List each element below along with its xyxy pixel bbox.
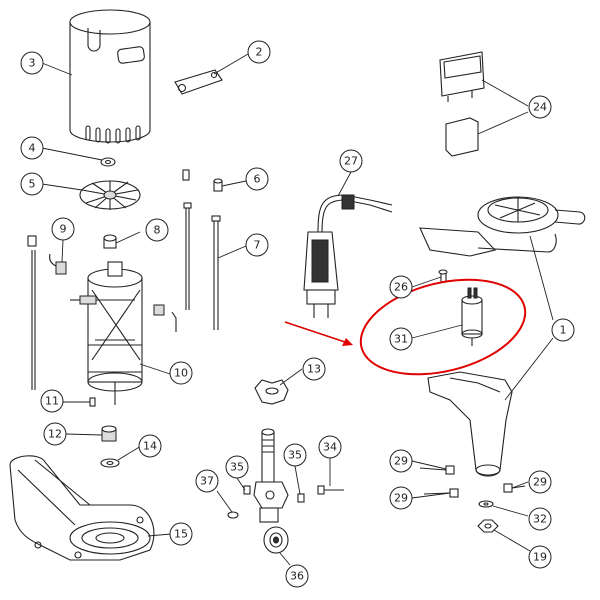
part-bushing [103,234,117,249]
callout-label: 10 [174,367,188,380]
callout-label: 35 [230,461,244,474]
part-tie-rods [27,169,221,390]
callout-label: 29 [394,492,408,505]
callout: 14 [138,434,162,458]
callout: 6 [245,167,269,191]
callout-label: 3 [29,57,36,70]
callout: 31 [389,327,413,351]
callout-label: 11 [45,395,59,408]
callout: 9 [51,217,75,241]
callout: 7 [245,233,269,257]
callout-label: 24 [533,101,547,114]
callout: 29 [389,449,413,473]
callout: 26 [389,275,413,299]
callout: 37 [195,469,219,493]
part-screw [438,269,448,283]
part-washer [100,458,120,468]
callout-label: 36 [290,570,304,583]
callout-label: 12 [48,428,62,441]
part-capacitor [461,287,483,346]
callout-label: 13 [307,363,321,376]
callout-label: 27 [344,155,358,168]
callout-label: 6 [254,173,261,186]
callout-label: 35 [288,449,302,462]
part-brush-holder [153,304,177,332]
callout-label: 1 [560,324,567,337]
callout: 35 [225,455,249,479]
callout: 11 [40,389,64,413]
callout: 24 [528,95,552,119]
callout: 27 [339,149,363,173]
part-top-cover [419,196,586,257]
part-spacer [213,178,223,192]
callout-label: 2 [256,46,263,59]
part-carbon-brush [49,253,67,275]
callout: 5 [20,172,44,196]
callout: 12 [43,422,67,446]
part-star-knob [254,379,289,405]
highlight-arrow [284,321,353,346]
part-housing-cylinder [69,9,151,144]
callout: 36 [285,564,309,588]
callout-label: 29 [394,455,408,468]
callout: 34 [318,435,342,459]
callout: 15 [169,522,193,546]
part-switch [439,51,485,157]
callout: 19 [528,545,552,569]
callout-label: 14 [143,440,157,453]
callout-label: 26 [394,281,408,294]
part-bushing-lower [101,425,117,442]
callout: 2 [247,40,271,64]
part-motor [70,261,143,405]
part-screws-29 [419,465,526,498]
part-pin [89,397,96,407]
callout-label: 5 [29,178,36,191]
callout: 3 [20,51,44,75]
callout: 13 [302,357,326,381]
part-power-cord [303,194,393,318]
callout-label: 8 [154,224,161,237]
callout-label: 37 [200,475,214,488]
callout: 32 [528,507,552,531]
callout: 4 [20,136,44,160]
callout-label: 7 [254,239,261,252]
leader-lines [41,53,554,566]
callout-label: 29 [533,476,547,489]
callout-label: 19 [533,551,547,564]
callout: 1 [551,318,575,342]
part-washer-32 [478,500,494,508]
part-base-housing [9,455,155,561]
highlight-ellipse [359,278,527,376]
callout: 29 [389,486,413,510]
callout-label: 15 [174,528,188,541]
callout-label: 4 [29,142,36,155]
part-nut-19 [477,519,499,533]
part-clamp [174,69,223,95]
callout: 10 [169,361,193,385]
part-spindle-assembly [227,428,344,554]
part-handle-housing [427,371,513,477]
callout: 35 [283,443,307,467]
callout: 29 [528,470,552,494]
callout-label: 34 [323,441,337,454]
callout-label: 9 [60,223,67,236]
callout: 8 [145,218,169,242]
part-fan [79,180,141,210]
callout-label: 31 [394,333,408,346]
part-nut-small [100,157,116,167]
callout-label: 32 [533,513,547,526]
